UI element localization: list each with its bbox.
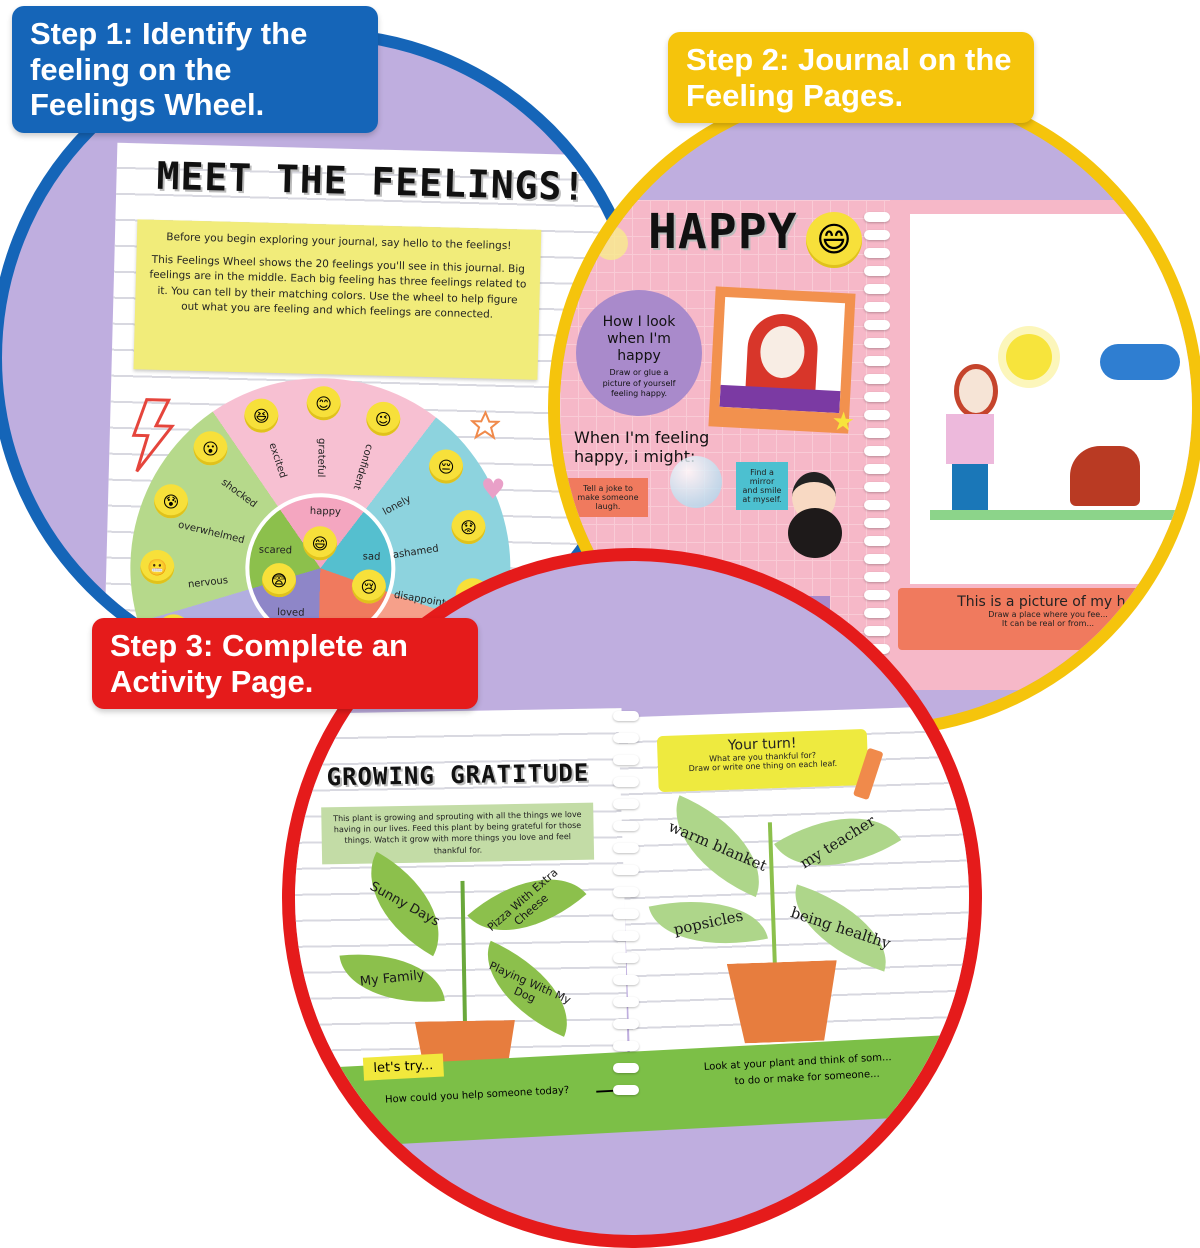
drawn-cloud-icon xyxy=(1100,344,1180,380)
outer-shocked: shocked xyxy=(219,476,259,511)
nervous-emoji-icon: 😬 xyxy=(139,549,175,585)
right-flower-pot xyxy=(727,960,840,1044)
your-turn-box: Your turn! What are you thankful for? Dr… xyxy=(656,728,869,793)
step3-label: Step 3: Complete an Activity Page. xyxy=(92,618,478,710)
outer-lonely: lonely xyxy=(381,493,413,518)
lightning-icon xyxy=(131,398,176,473)
drawing-page: This is a picture of my h... Draw a plac… xyxy=(890,200,1192,690)
page3-intro: This plant is growing and sprouting with… xyxy=(321,802,595,865)
picture-sub2: It can be real or from... xyxy=(1001,619,1095,628)
meet-the-feelings-page: MEET THE FEELINGS! Before you begin expl… xyxy=(102,142,638,676)
photo-frame: ★ xyxy=(708,286,856,438)
might-item-mirror: Find a mirror and smile at myself. xyxy=(736,462,788,510)
prompt-right2: to do or make for someone... xyxy=(734,1068,880,1088)
drawn-dog xyxy=(1070,446,1140,506)
might-item-joke: Tell a joke to make someone laugh. xyxy=(568,478,648,517)
heart-icon: ♥ xyxy=(480,472,507,507)
self-portrait-drawing xyxy=(719,296,846,414)
step2-label: Step 2: Journal on the Feeling Pages. xyxy=(668,32,1034,124)
picture-sub1: Draw a place where you fee... xyxy=(988,610,1108,619)
confident-emoji-icon: 😉 xyxy=(365,401,401,437)
girl-illustration xyxy=(784,464,848,558)
lonely-emoji-icon: 😔 xyxy=(428,449,464,484)
step1-label: Step 1: Identify the feeling on the Feel… xyxy=(12,6,378,133)
outer-overwhelmed: overwhelmed xyxy=(176,519,246,547)
leaf-being-healthy: being healthy xyxy=(779,884,902,972)
leaf-warm-blanket: warm blanket xyxy=(654,795,781,898)
core-sad: sad xyxy=(362,551,381,563)
page1-intro-line1: Before you begin exploring your journal,… xyxy=(166,231,512,253)
lets-try-tag: let's try... xyxy=(362,1053,444,1081)
happy-page: HAPPY 😄 How I look when I'm happy Draw o… xyxy=(560,200,890,690)
outer-grateful: grateful xyxy=(314,437,327,478)
picture-caption-box: This is a picture of my h... Draw a plac… xyxy=(898,588,1192,650)
drawn-person xyxy=(940,364,1000,524)
look-sub: Draw or glue a picture of yourself feeli… xyxy=(602,368,676,399)
leaf-my-family: My Family xyxy=(339,945,445,1012)
sun-icon xyxy=(594,226,628,260)
page1-title: MEET THE FEELINGS! xyxy=(155,153,587,210)
outer-nervous: nervous xyxy=(187,575,229,591)
picture-caption: This is a picture of my h... xyxy=(957,594,1139,610)
core-scared: scared xyxy=(258,544,293,557)
leaf-pizza: Pizza With Extra Cheese xyxy=(467,847,587,963)
grateful-emoji-icon: 😊 xyxy=(306,385,342,421)
gratitude-left-page: GROWING GRATITUDE This plant is growing … xyxy=(295,708,629,1114)
page1-intro-line2: This Feelings Wheel shows the 20 feeling… xyxy=(149,253,527,321)
core-happy: happy xyxy=(309,505,342,518)
plant-stem xyxy=(460,880,468,1041)
leaf-popsicles: popsicles xyxy=(648,883,768,962)
outer-ashamed: ashamed xyxy=(392,543,440,562)
overwhelmed-emoji-icon: 😰 xyxy=(153,483,189,519)
drawn-sun-icon xyxy=(1006,334,1052,380)
star-sticker-icon: ★ xyxy=(830,406,856,438)
page3-title: GROWING GRATITUDE xyxy=(326,758,590,792)
prompt-left: How could you help someone today? xyxy=(384,1084,570,1106)
drawn-grass xyxy=(930,510,1190,520)
star-icon xyxy=(469,410,501,441)
spiral-binding xyxy=(864,212,894,682)
kid-drawing xyxy=(910,214,1192,584)
page1-intro-box: Before you begin exploring your journal,… xyxy=(133,219,542,380)
happy-face-icon: 😄 xyxy=(806,212,862,268)
outer-confident: confident xyxy=(350,442,375,491)
excited-emoji-icon: 😆 xyxy=(243,398,279,434)
might-title: When I'm feeling happy, i might: xyxy=(574,428,710,467)
shocked-emoji-icon: 😮 xyxy=(193,430,228,466)
bubble-icon xyxy=(670,456,722,508)
look-bubble: How I look when I'm happy Draw or glue a… xyxy=(576,290,702,416)
ashamed-emoji-icon: 😟 xyxy=(451,509,486,545)
outer-excited: excited xyxy=(266,441,289,480)
look-title: How I look when I'm happy xyxy=(602,314,676,364)
center-spiral xyxy=(613,711,643,1111)
leaf-sunny-days: Sunny Days xyxy=(345,851,465,957)
leaf-my-teacher: my teacher xyxy=(774,785,902,899)
page2-title: HAPPY xyxy=(648,204,798,260)
